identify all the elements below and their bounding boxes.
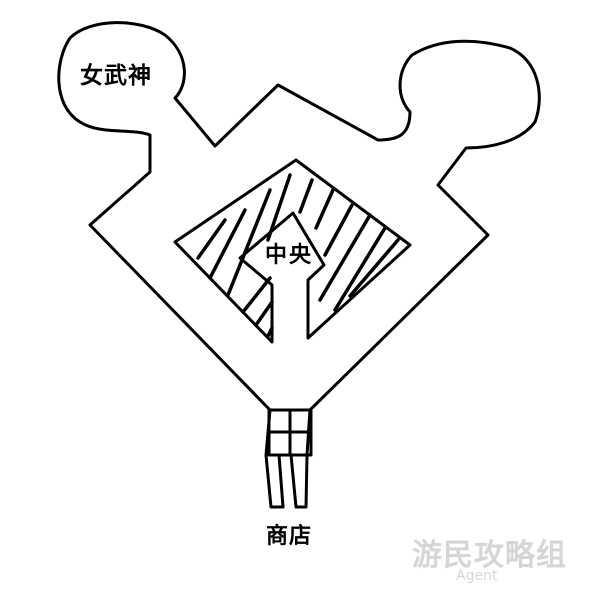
inner-diamond-outline bbox=[173, 158, 412, 344]
hatch-line bbox=[226, 188, 272, 297]
outer-corridor-outline bbox=[57, 21, 541, 509]
hatch-line bbox=[323, 203, 354, 257]
watermark: 游民攻略组 Agent bbox=[404, 528, 582, 588]
hatch-line bbox=[266, 173, 292, 242]
hatch-line bbox=[318, 213, 372, 302]
hatch-line bbox=[348, 238, 400, 298]
hatch-line bbox=[298, 178, 314, 214]
hatch-line bbox=[314, 188, 335, 230]
watermark-title: 游民攻略组 bbox=[412, 538, 567, 573]
hatch-line bbox=[196, 218, 227, 260]
goddess-room-label: 女武神 bbox=[80, 62, 152, 89]
hatch-line bbox=[266, 326, 274, 338]
hatch-line bbox=[208, 208, 247, 280]
hatch-line bbox=[333, 226, 387, 312]
hatch-line bbox=[241, 276, 272, 314]
shop-label: 商店 bbox=[266, 523, 313, 549]
hatch-line bbox=[254, 300, 274, 327]
center-room-label: 中央 bbox=[265, 242, 314, 268]
watermark-subtitle: Agent bbox=[456, 568, 498, 584]
